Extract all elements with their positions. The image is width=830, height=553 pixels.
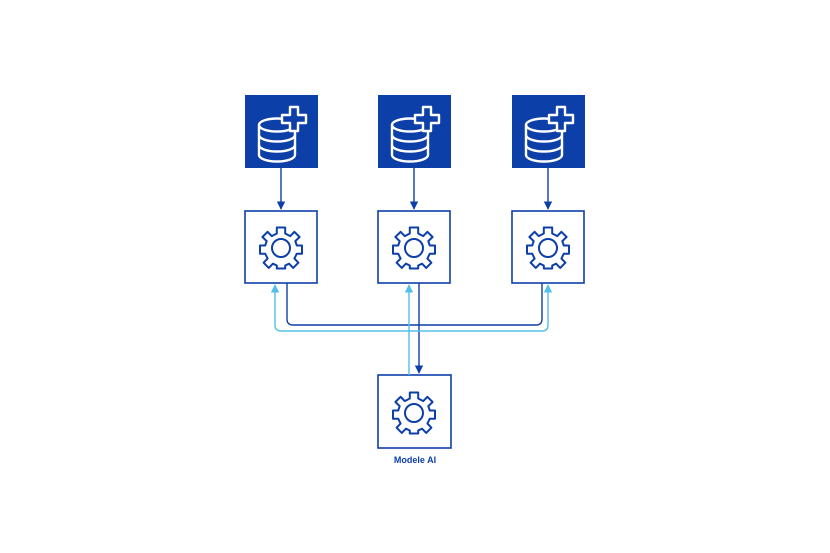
- database-node-1[interactable]: [245, 95, 318, 168]
- processor-node-2[interactable]: [377, 210, 451, 284]
- model-to-processor-connector: [270, 284, 553, 375]
- processor-node-3[interactable]: [511, 210, 585, 284]
- aggregation-line: [286, 283, 543, 326]
- db-to-processor-arrows: [276, 168, 553, 210]
- database-node-2[interactable]: [378, 95, 451, 168]
- model-ai-label: Modele AI: [393, 455, 437, 465]
- database-node-3[interactable]: [512, 95, 585, 168]
- model-ai-node[interactable]: [377, 374, 452, 449]
- distribution-line: [274, 286, 549, 332]
- processor-node-1[interactable]: [244, 210, 318, 284]
- processor-to-model-connector: [286, 283, 543, 374]
